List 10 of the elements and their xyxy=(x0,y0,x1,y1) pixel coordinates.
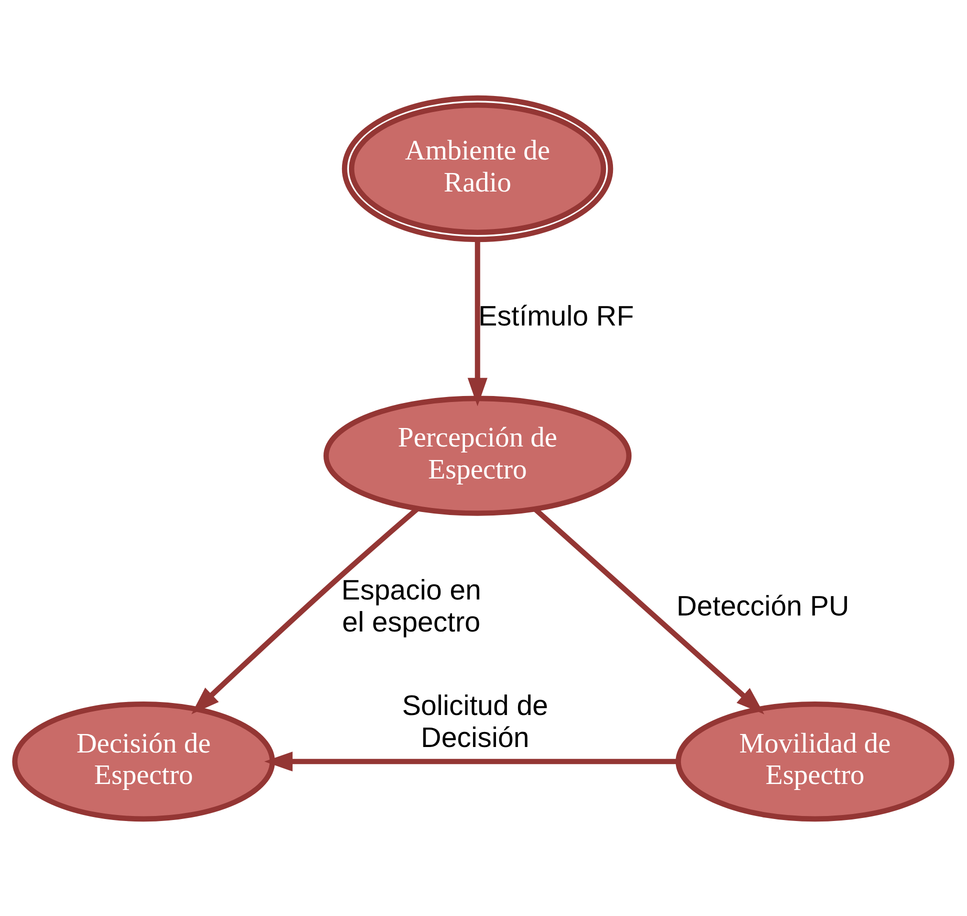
node-ellipse: Decisión de Espectro xyxy=(12,700,275,822)
node-ellipse: Movilidad de Espectro xyxy=(676,700,954,822)
arrow xyxy=(264,751,678,771)
edge-label: Detección PU xyxy=(676,588,850,621)
edge-label: Estímulo RF xyxy=(478,299,634,332)
node-ellipse: Percepción de Espectro xyxy=(324,395,632,516)
node-ellipse: Ambiente de Radio xyxy=(342,94,614,242)
arrow xyxy=(468,239,488,406)
edge-label: Espacio en el espectro xyxy=(341,572,482,637)
edge-label: Solicitud de Decisión xyxy=(402,688,548,753)
